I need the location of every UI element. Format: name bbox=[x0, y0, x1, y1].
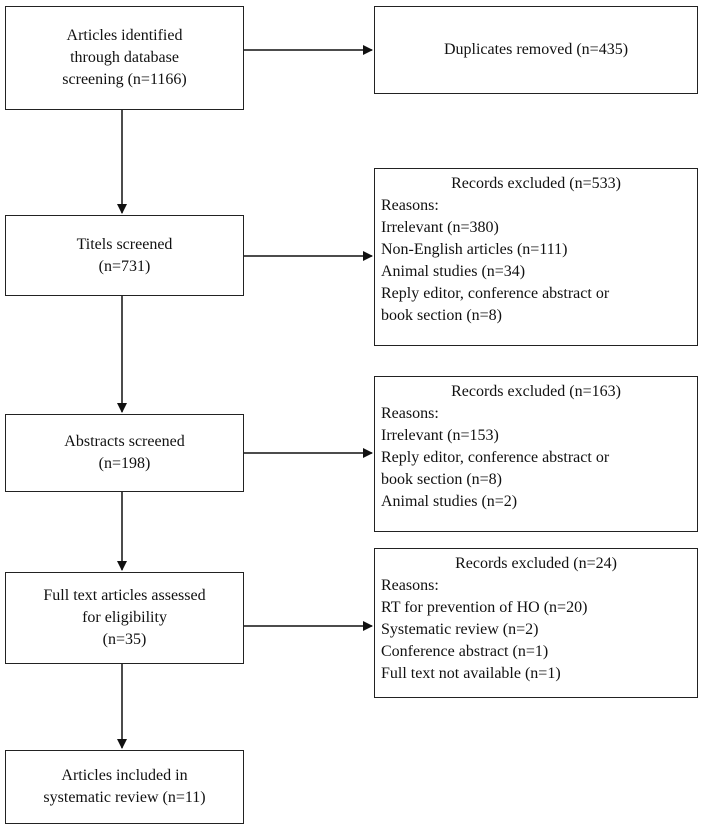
identified-line-2: through database bbox=[70, 49, 179, 66]
included-line-2: systematic review (n=11) bbox=[43, 789, 206, 806]
abstracts-line-2: (n=198) bbox=[98, 455, 151, 472]
abstracts-excluded-heading: Records excluded (n=163) bbox=[451, 383, 621, 400]
titles-excluded-reason-2: Non-English articles (n=111) bbox=[381, 241, 568, 258]
fulltext-line-3: (n=35) bbox=[102, 631, 147, 648]
abstracts-excluded-reason-3: book section (n=8) bbox=[381, 471, 502, 488]
box-titles-excluded: Records excluded (n=533) Reasons: Irrele… bbox=[374, 168, 698, 346]
titles-excluded-reason-0: Reasons: bbox=[381, 197, 439, 214]
abstracts-excluded-reason-0: Reasons: bbox=[381, 405, 439, 422]
titles-excluded-reason-3: Animal studies (n=34) bbox=[381, 263, 526, 280]
duplicates-line-1: Duplicates removed (n=435) bbox=[443, 41, 629, 58]
fulltext-excluded-heading: Records excluded (n=24) bbox=[455, 555, 617, 572]
identified-line-3: screening (n=1166) bbox=[62, 71, 187, 88]
box-identified: Articles identified through database scr… bbox=[5, 6, 244, 110]
titles-excluded-reason-1: Irrelevant (n=380) bbox=[381, 219, 499, 236]
titles-excluded-reason-4: Reply editor, conference abstract or bbox=[381, 285, 610, 302]
titles-excluded-reason-5: book section (n=8) bbox=[381, 307, 502, 324]
abstracts-excluded-reason-1: Irrelevant (n=153) bbox=[381, 427, 499, 444]
fulltext-excluded-reason-4: Full text not available (n=1) bbox=[381, 665, 561, 682]
fulltext-line-1: Full text articles assessed bbox=[43, 587, 206, 604]
included-line-1: Articles included in bbox=[61, 767, 188, 784]
box-fulltext-excluded: Records excluded (n=24) Reasons: RT for … bbox=[374, 548, 698, 698]
fulltext-excluded-reason-3: Conference abstract (n=1) bbox=[381, 643, 549, 660]
box-included: Articles included in systematic review (… bbox=[5, 750, 244, 824]
fulltext-excluded-reason-0: Reasons: bbox=[381, 577, 439, 594]
box-duplicates: Duplicates removed (n=435) bbox=[374, 6, 698, 94]
abstracts-excluded-reason-4: Animal studies (n=2) bbox=[381, 493, 518, 510]
titles-excluded-heading: Records excluded (n=533) bbox=[451, 175, 621, 192]
fulltext-excluded-reason-1: RT for prevention of HO (n=20) bbox=[381, 599, 588, 616]
fulltext-excluded-reason-2: Systematic review (n=2) bbox=[381, 621, 539, 638]
abstracts-excluded-reason-2: Reply editor, conference abstract or bbox=[381, 449, 610, 466]
identified-line-1: Articles identified bbox=[66, 27, 183, 44]
box-abstracts-screened: Abstracts screened (n=198) bbox=[5, 414, 244, 492]
titles-line-1: Titels screened bbox=[76, 235, 173, 253]
titles-line-2: (n=731) bbox=[98, 257, 151, 275]
box-titles-screened: Titels screened (n=731) bbox=[5, 215, 244, 296]
fulltext-line-2: for eligibility bbox=[82, 609, 167, 626]
box-abstracts-excluded: Records excluded (n=163) Reasons: Irrele… bbox=[374, 376, 698, 532]
abstracts-line-1: Abstracts screened bbox=[64, 433, 185, 450]
box-fulltext-assessed: Full text articles assessed for eligibil… bbox=[5, 572, 244, 664]
